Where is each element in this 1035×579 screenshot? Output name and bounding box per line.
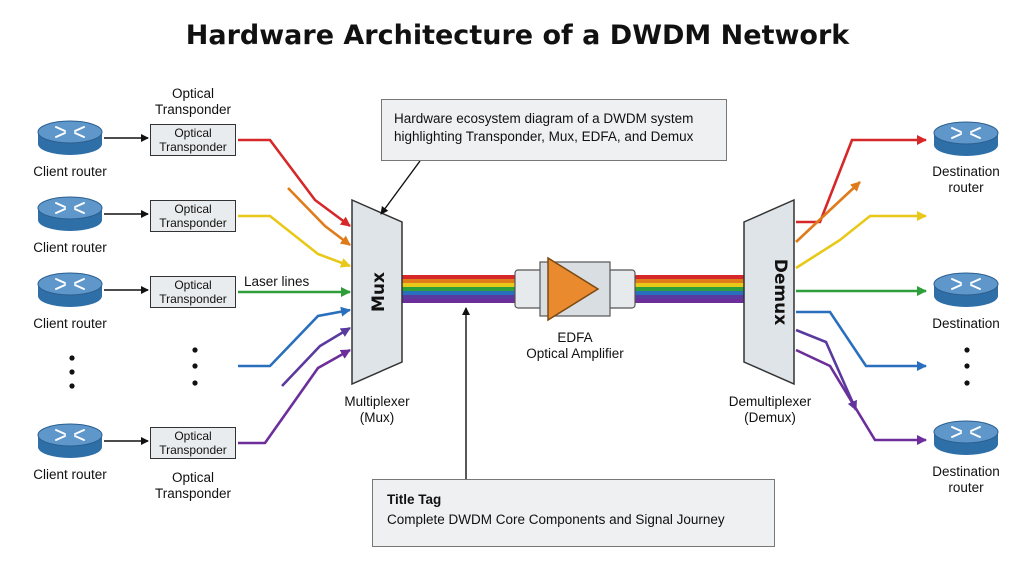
rainbow-trunk	[402, 275, 744, 303]
title-tag-callout: Title Tag Complete DWDM Core Components …	[372, 479, 775, 547]
destination-label-3: Destination router	[932, 464, 1000, 495]
input-laser-lines	[238, 138, 351, 445]
client-router-icon-1	[37, 120, 103, 156]
transponder-header-top: Optical Transponder	[154, 86, 232, 117]
transponder-header-bottom: Optical Transponder	[154, 470, 232, 501]
edfa-amplifier	[514, 256, 636, 322]
demux-label: Demux	[770, 259, 790, 325]
edfa-caption: EDFA Optical Amplifier	[526, 330, 624, 361]
description-callout: Hardware ecosystem diagram of a DWDM sys…	[381, 99, 727, 161]
destination-router-icon-1	[933, 121, 999, 157]
client-links	[104, 134, 149, 445]
client-router-label-1: Client router	[33, 164, 107, 179]
transponder-box-1: Optical Transponder	[150, 124, 236, 156]
destination-router-icon-2	[933, 272, 999, 308]
destination-router-icon-3	[933, 420, 999, 456]
laser-lines-label: Laser lines	[244, 274, 310, 289]
title-tag-heading: Title Tag	[387, 492, 442, 507]
mux-caption: Multiplexer (Mux)	[344, 394, 410, 425]
client-router-label-2: Client router	[33, 240, 107, 255]
mux-label: Mux	[369, 272, 389, 312]
destination-label-2: Destination	[932, 316, 1000, 331]
client-router-label-3: Client router	[33, 316, 107, 331]
output-laser-lines	[795, 135, 927, 445]
ellipsis-dots	[69, 347, 970, 389]
client-router-label-4: Client router	[33, 467, 107, 482]
transponder-box-3: Optical Transponder	[150, 276, 236, 308]
client-router-icon-3	[37, 272, 103, 308]
demux-block	[743, 198, 795, 386]
callout-pointers	[380, 160, 470, 479]
destination-label-1: Destination router	[932, 164, 1000, 195]
transponder-box-2: Optical Transponder	[150, 200, 236, 232]
demux-caption: Demultiplexer (Demux)	[728, 394, 812, 425]
client-router-icon-2	[37, 196, 103, 232]
title-tag-text: Complete DWDM Core Components and Signal…	[387, 512, 725, 527]
client-router-icon-4	[37, 423, 103, 459]
page-title: Hardware Architecture of a DWDM Network	[185, 20, 850, 51]
transponder-box-4: Optical Transponder	[150, 427, 236, 459]
